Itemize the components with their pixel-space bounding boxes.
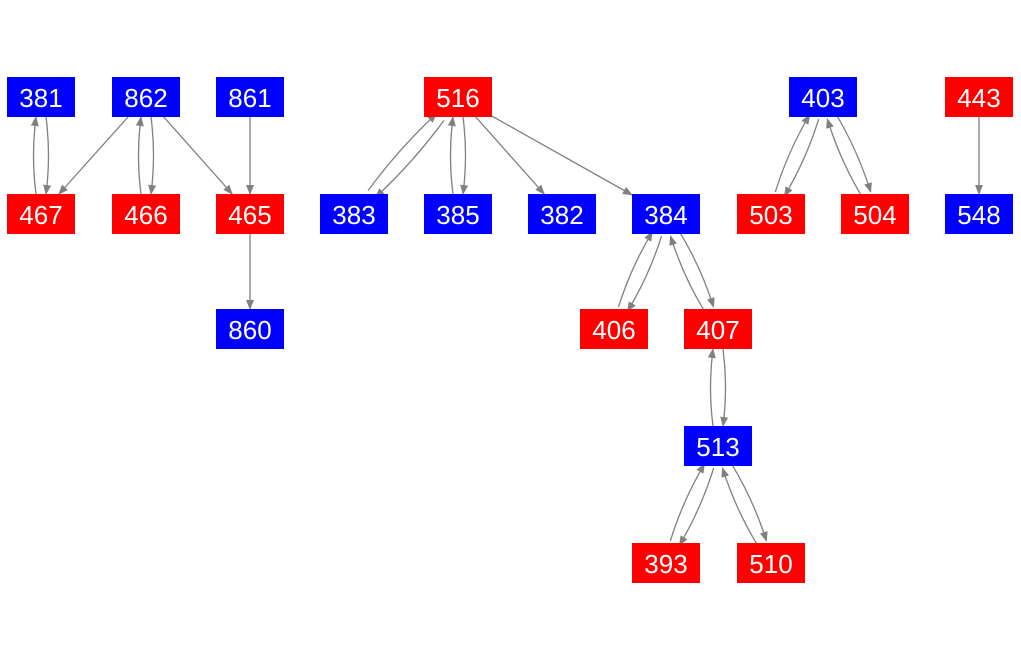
- node-381-label: 381: [19, 83, 62, 113]
- node-467-label: 467: [19, 200, 62, 230]
- edge-403-to-504: [835, 114, 872, 193]
- node-407[interactable]: 407: [684, 309, 752, 349]
- edge-383-to-516: [367, 112, 438, 192]
- node-548-box: [945, 194, 1013, 234]
- node-381-box: [7, 77, 75, 117]
- node-465-label: 465: [228, 200, 271, 230]
- nodes-layer: 381 862 861 516 403 443 467 466 465 383 385 382 384 5…: [7, 77, 1013, 583]
- edge-513-to-407: [707, 348, 716, 427]
- node-384-box: [632, 194, 700, 234]
- node-406-label: 406: [592, 315, 635, 345]
- node-467-box: [7, 194, 75, 234]
- node-861[interactable]: 861: [216, 77, 284, 117]
- node-407-label: 407: [696, 315, 739, 345]
- node-383[interactable]: 383: [320, 194, 388, 234]
- node-385[interactable]: 385: [424, 194, 492, 234]
- node-382-box: [528, 194, 596, 234]
- node-548-label: 548: [957, 200, 1000, 230]
- node-516-box: [424, 77, 492, 117]
- edge-513-to-510: [731, 463, 768, 542]
- node-861-label: 861: [228, 83, 271, 113]
- node-443[interactable]: 443: [945, 77, 1013, 117]
- node-383-box: [320, 194, 388, 234]
- edge-407-to-513: [720, 348, 729, 427]
- node-516[interactable]: 516: [424, 77, 492, 117]
- edge-516-to-382: [475, 116, 545, 195]
- edge-862-to-466: [148, 116, 157, 195]
- node-862[interactable]: 862: [112, 77, 180, 117]
- edge-407-to-384: [669, 235, 705, 312]
- edge-862-to-465: [163, 116, 233, 195]
- edge-516-to-383: [374, 119, 445, 199]
- node-403[interactable]: 403: [789, 77, 857, 117]
- node-862-box: [112, 77, 180, 117]
- node-466-box: [112, 194, 180, 234]
- edge-503-to-403: [774, 114, 811, 193]
- edge-403-to-503: [783, 118, 820, 197]
- edge-862-to-467: [58, 116, 129, 195]
- node-443-box: [945, 77, 1013, 117]
- node-382[interactable]: 382: [528, 194, 596, 234]
- node-383-label: 383: [332, 200, 375, 230]
- node-503-label: 503: [749, 200, 792, 230]
- node-465-box: [216, 194, 284, 234]
- node-385-label: 385: [436, 200, 479, 230]
- node-467[interactable]: 467: [7, 194, 75, 234]
- node-443-label: 443: [957, 83, 1000, 113]
- edge-381-to-467: [43, 116, 52, 195]
- node-860-box: [216, 309, 284, 349]
- node-510[interactable]: 510: [737, 543, 805, 583]
- node-393-box: [632, 543, 700, 583]
- node-403-label: 403: [801, 83, 844, 113]
- node-406-box: [580, 309, 648, 349]
- node-393[interactable]: 393: [632, 543, 700, 583]
- node-384[interactable]: 384: [632, 194, 700, 234]
- node-406[interactable]: 406: [580, 309, 648, 349]
- node-381[interactable]: 381: [7, 77, 75, 117]
- node-516-label: 516: [436, 83, 479, 113]
- node-393-label: 393: [644, 549, 687, 579]
- node-503-box: [737, 194, 805, 234]
- node-407-box: [684, 309, 752, 349]
- edge-385-to-516: [447, 116, 456, 195]
- edge-467-to-381: [30, 116, 39, 195]
- edge-516-to-385: [460, 116, 469, 195]
- node-466-label: 466: [124, 200, 167, 230]
- edge-516-to-384: [491, 115, 633, 196]
- edge-466-to-862: [135, 116, 144, 195]
- node-384-label: 384: [644, 200, 687, 230]
- node-466[interactable]: 466: [112, 194, 180, 234]
- node-513-box: [684, 426, 752, 466]
- node-862-label: 862: [124, 83, 167, 113]
- edge-513-to-393: [678, 467, 715, 546]
- node-403-box: [789, 77, 857, 117]
- node-465[interactable]: 465: [216, 194, 284, 234]
- node-503[interactable]: 503: [737, 194, 805, 234]
- edge-393-to-513: [669, 463, 706, 542]
- node-513[interactable]: 513: [684, 426, 752, 466]
- node-382-label: 382: [540, 200, 583, 230]
- edge-384-to-406: [627, 235, 663, 312]
- node-504-label: 504: [853, 200, 896, 230]
- node-385-box: [424, 194, 492, 234]
- node-504-box: [841, 194, 909, 234]
- edges-layer: [30, 112, 983, 546]
- edge-504-to-403: [826, 118, 863, 197]
- edge-406-to-384: [617, 231, 653, 308]
- node-504[interactable]: 504: [841, 194, 909, 234]
- edge-510-to-513: [721, 467, 758, 546]
- node-510-label: 510: [749, 549, 792, 579]
- node-861-box: [216, 77, 284, 117]
- node-513-label: 513: [696, 432, 739, 462]
- node-860[interactable]: 860: [216, 309, 284, 349]
- edge-384-to-407: [679, 231, 715, 308]
- node-860-label: 860: [228, 315, 271, 345]
- node-510-box: [737, 543, 805, 583]
- node-548[interactable]: 548: [945, 194, 1013, 234]
